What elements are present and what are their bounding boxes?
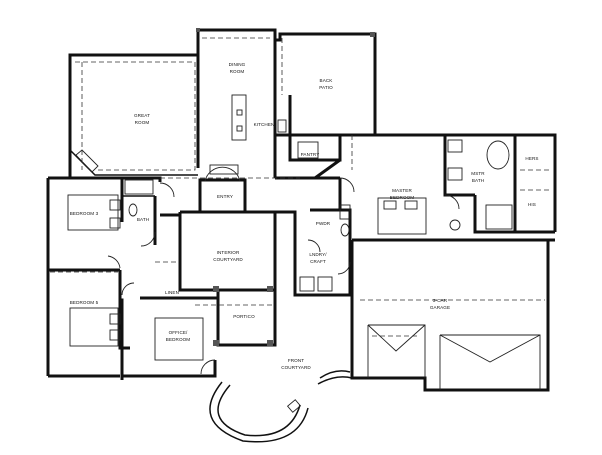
entry-label: ENTRY: [217, 194, 233, 199]
exterior-walls: [46, 28, 557, 392]
svg-text:BEDROOM: BEDROOM: [166, 337, 191, 342]
office-label-2: BEDROOM: [166, 337, 191, 342]
bath-label: BATH: [137, 217, 149, 222]
lndry-label-2: CRAFT: [310, 259, 326, 264]
doors: [107, 166, 460, 375]
interior-courtyard-label-1: INTERIOR: [217, 250, 240, 255]
master-bedroom-label-1: MASTER: [392, 188, 412, 193]
great-room-label-2: ROOM: [135, 120, 150, 125]
svg-text:PATIO: PATIO: [319, 85, 333, 90]
hers-label: HERS: [525, 156, 538, 161]
svg-text:BACK: BACK: [320, 78, 334, 83]
svg-text:DINING: DINING: [229, 62, 246, 67]
lndry-label-1: LNDRY/: [309, 252, 327, 257]
dashed-lines: [50, 37, 353, 306]
front-walk: [209, 370, 353, 443]
front-courtyard-label-1: FRONT: [288, 358, 304, 363]
back-patio-label-1: BACK: [320, 78, 334, 83]
svg-text:3-CAR: 3-CAR: [433, 298, 448, 303]
svg-text:GARAGE: GARAGE: [430, 305, 450, 310]
fixtures: [67, 94, 552, 390]
dining-label-1: DINING: [229, 62, 246, 67]
svg-text:LNDRY/: LNDRY/: [309, 252, 327, 257]
kitchen-label: KITCHEN: [254, 122, 275, 127]
svg-text:GREAT: GREAT: [134, 113, 150, 118]
back-patio-label-2: PATIO: [319, 85, 333, 90]
svg-text:COURTYARD: COURTYARD: [213, 257, 243, 262]
svg-text:ROOM: ROOM: [135, 120, 150, 125]
pwdr-label: PWDR: [316, 221, 331, 226]
svg-text:BEDROOM: BEDROOM: [390, 195, 415, 200]
portico-label: PORTICO: [233, 314, 255, 319]
mstr-bath-label-2: BATH: [472, 178, 484, 183]
office-label-1: OFFICE/: [169, 330, 188, 335]
pantry-label: PANTRY: [301, 152, 320, 157]
front-courtyard-label-2: COURTYARD: [281, 365, 311, 370]
bedroom5-label: BEDROOM 5: [70, 300, 99, 305]
columns: [196, 28, 375, 346]
svg-text:CRAFT: CRAFT: [310, 259, 326, 264]
garage-label-1: 3-CAR: [433, 298, 448, 303]
linen-label: LINEN: [165, 290, 179, 295]
svg-text:OFFICE/: OFFICE/: [169, 330, 188, 335]
room-labels: DINING ROOM BACK PATIO GREAT ROOM KITCHE…: [70, 62, 539, 370]
svg-text:COURTYARD: COURTYARD: [281, 365, 311, 370]
svg-text:ROOM: ROOM: [230, 69, 245, 74]
garage-label-2: GARAGE: [430, 305, 450, 310]
master-bedroom-label-2: BEDROOM: [390, 195, 415, 200]
mstr-bath-label-1: MSTR: [471, 171, 485, 176]
his-label: HIS: [528, 202, 536, 207]
svg-text:MSTR: MSTR: [471, 171, 485, 176]
svg-text:BATH: BATH: [472, 178, 484, 183]
svg-text:INTERIOR: INTERIOR: [217, 250, 240, 255]
interior-courtyard-label-2: COURTYARD: [213, 257, 243, 262]
dining-label-2: ROOM: [230, 69, 245, 74]
svg-text:MASTER: MASTER: [392, 188, 412, 193]
svg-text:FRONT: FRONT: [288, 358, 304, 363]
great-room-label-1: GREAT: [134, 113, 150, 118]
bedroom3-label: BEDROOM 3: [70, 211, 99, 216]
